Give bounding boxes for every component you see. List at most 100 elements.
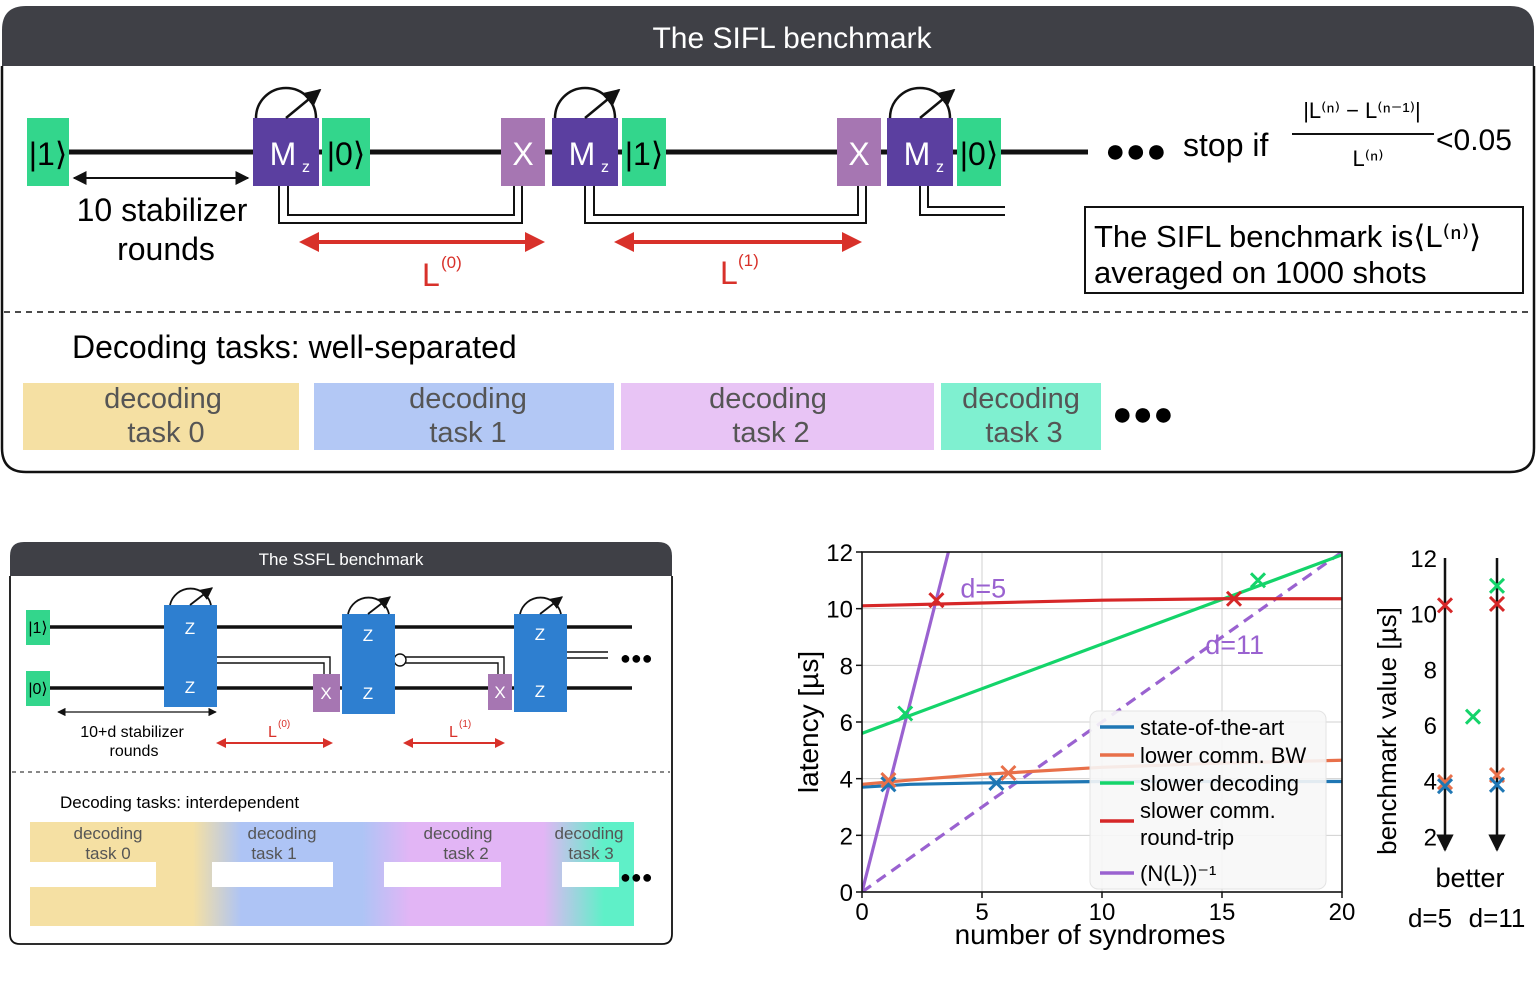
sifl-definition-line-1: The SIFL benchmark is⟨L⁽ⁿ⁾⟩ [1094,219,1481,254]
ssfl-rounds-label-1: 10+d stabilizer [80,724,184,741]
crossing-marker [880,772,897,789]
sifl-latency-label-0: L (0) [422,253,462,293]
ssfl-tasks-dots: ●●● [620,867,653,887]
bench-y-tick-label: 8 [1424,657,1437,684]
y-tick-label: 10 [826,597,853,624]
y-tick-label: 6 [840,710,853,737]
x-tick-label: 20 [1329,899,1356,926]
sifl-measure-gate-3: M z [887,86,956,186]
bench-y-axis-label: benchmark value [µs] [1372,607,1402,855]
curve-label-d5: d=5 [960,573,1006,603]
svg-text:task 0: task 0 [127,417,204,449]
svg-text:decoding: decoding [423,824,492,843]
y-tick-label: 8 [840,653,853,680]
svg-text:decoding: decoding [409,383,527,415]
better-label: better [1435,863,1504,893]
sifl-state-1b: |1⟩ [622,118,666,186]
ssfl-z-block-2: Z Z [342,596,395,714]
svg-text:task 2: task 2 [732,417,809,449]
ssfl-frame [9,576,673,945]
plot-frame [861,551,1343,893]
svg-text:Z: Z [185,678,195,697]
ssfl-x-gate-2: X [488,674,512,710]
crossing-marker [880,776,897,793]
svg-text:decoding: decoding [709,383,827,415]
bench-y-tick-label: 10 [1410,602,1437,629]
svg-text:Z: Z [535,625,545,644]
sifl-task-0: decoding task 0 [23,383,299,450]
x-axis-label: number of syndromes [955,919,1226,950]
ssfl-task-3-label: decoding task 3 [554,824,623,863]
bench-marker [1436,597,1454,614]
svg-text:decoding: decoding [247,824,316,843]
ssfl-classical-lines [217,651,608,676]
svg-text:(0): (0) [278,719,290,730]
bench-marker [1488,776,1506,793]
sifl-x-gate-2: X [837,118,881,186]
sifl-stop-numerator: |L⁽ⁿ⁾ − L⁽ⁿ⁻¹⁾| [1303,98,1421,123]
legend-box [1089,710,1327,890]
sifl-definition-box [1084,206,1524,294]
sifl-stop-denominator: L⁽ⁿ⁾ [1352,146,1383,171]
svg-text:X: X [848,136,869,172]
x-tick-label: 15 [1209,899,1236,926]
y-tick-label: 12 [826,540,853,567]
svg-text:L: L [268,724,277,741]
svg-text:z: z [601,159,609,176]
svg-text:X: X [320,684,331,703]
ssfl-task-gap-3 [562,862,619,887]
ssfl-continuation-dots: ●●● [620,648,653,668]
svg-text:|1⟩: |1⟩ [625,136,664,172]
crossing-marker [928,592,945,609]
sifl-measure-gate-1: M z [253,86,322,186]
sifl-rounds-label-1: 10 stabilizer [77,192,248,228]
y-tick-label: 2 [840,823,853,850]
bench-y-tick-label: 2 [1424,824,1437,851]
ssfl-header [10,542,672,576]
svg-text:task 1: task 1 [429,417,506,449]
ssfl-state-1: |1⟩ [26,610,50,645]
ssfl-task-2-label: decoding task 2 [423,824,492,863]
sifl-state-1a: |1⟩ [27,118,69,186]
sifl-decoding-title: Decoding tasks: well-separated [72,329,517,365]
y-tick-label: 4 [840,767,853,794]
x-tick-label: 10 [1089,899,1116,926]
bench-marker [1488,577,1506,594]
sifl-classical-lines [278,186,1005,224]
bench-marker [1436,773,1454,791]
ssfl-task-0-label: decoding task 0 [73,824,142,863]
svg-text:(1): (1) [459,719,471,730]
crossing-marker [1249,572,1267,589]
sifl-tasks-dots: ●●● [1112,395,1174,433]
svg-text:decoding: decoding [73,824,142,843]
sifl-latency-label-1: L (1) [720,251,759,291]
y-axis-label: latency [µs] [793,651,824,793]
svg-text:X: X [512,136,533,172]
sifl-x-gate-1: X [501,118,545,186]
svg-text:Z: Z [185,619,195,638]
sifl-frame [0,66,1536,474]
svg-text:z: z [936,159,944,176]
ssfl-latency-label-0: L (0) [268,719,290,741]
ssfl-z-block-3: Z Z [514,596,567,712]
ssfl-state-0: |0⟩ [26,671,50,706]
bench-marker [1464,708,1482,725]
svg-text:task 3: task 3 [985,417,1062,449]
svg-text:|1⟩: |1⟩ [28,620,47,637]
sifl-state-0b: |0⟩ [957,118,1001,186]
ssfl-rounds-label-2: rounds [110,743,159,760]
crossing-marker [897,705,914,722]
svg-text:L: L [720,255,738,291]
x-tick-label: 0 [855,899,868,926]
legend-label: round-trip [1140,825,1234,850]
sifl-title: The SIFL benchmark [652,22,932,55]
series-line-inverse-d-5 [862,552,950,892]
svg-text:task 3: task 3 [568,844,613,863]
svg-text:decoding: decoding [104,383,222,415]
legend-label: lower comm. BW [1140,743,1306,768]
curve-label-d11: d=11 [1205,630,1264,660]
ssfl-title: The SSFL benchmark [259,550,424,569]
ssfl-control-dot [393,653,407,667]
